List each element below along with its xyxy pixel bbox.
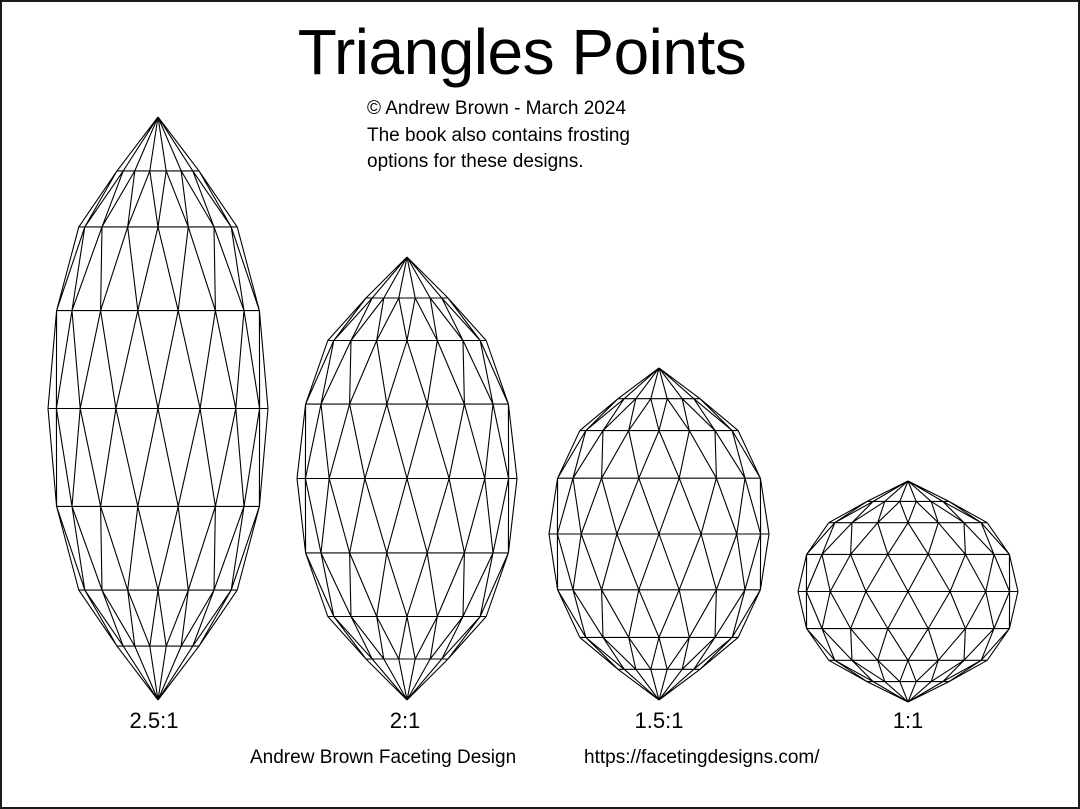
copyright-line: © Andrew Brown - March 2024 [367,98,627,119]
header-notes: © Andrew Brown - March 2024 The book als… [367,96,630,176]
ratio-label-1.5: 1.5:1 [634,708,684,733]
gem-wireframe [548,367,770,701]
gem-2-1 [296,256,518,701]
gem-1-5-1 [548,367,770,701]
ratio-label-1: 1:1 [892,708,924,733]
footer-brand: Andrew Brown Faceting Design [250,747,517,768]
gem-wireframe [47,116,269,701]
page-title: Triangles Points [297,16,747,88]
gem-1-1 [797,480,1019,703]
note-line-3: options for these designs. [367,151,584,172]
gem-2-5-1 [47,116,269,701]
footer-url-link[interactable]: https://facetingdesigns.com/ [584,747,820,768]
gem-wireframe [797,480,1019,703]
ratio-label-2.5: 2.5:1 [129,708,179,733]
note-line-2: The book also contains frosting [367,124,630,146]
ratio-label-2: 2:1 [389,708,421,733]
gem-wireframe [296,256,518,701]
